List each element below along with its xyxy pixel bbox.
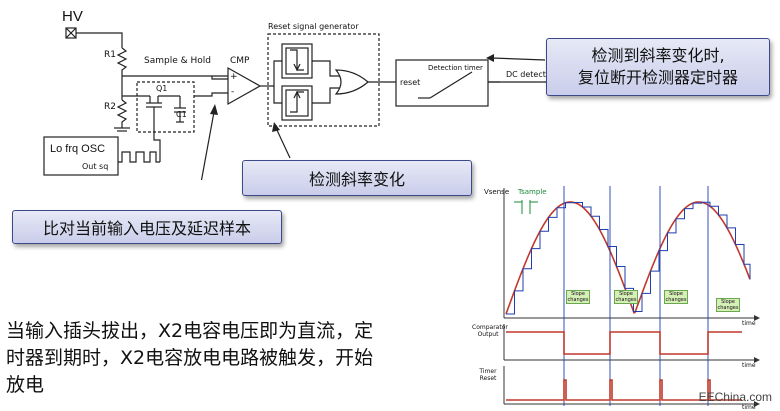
callout-detect-slope: 检测斜率变化 xyxy=(242,160,472,196)
r1-label: R1 xyxy=(104,50,116,60)
slope-label-4: Slope changes xyxy=(716,298,740,312)
slope-change-markers xyxy=(563,186,709,406)
r1-resistor xyxy=(116,47,128,76)
slope-label-1: Slope changes xyxy=(566,290,590,304)
cmp-minus-label: - xyxy=(231,87,235,97)
time-label-2: time xyxy=(742,362,756,369)
hv-label: HV xyxy=(62,8,83,25)
callout-detect-slope-text: 检测斜率变化 xyxy=(308,170,405,189)
pointer-arrow-middle xyxy=(275,127,291,159)
time-label-3: time xyxy=(742,404,756,411)
callout-slope-reset-line2: 复位断开检测器定时器 xyxy=(577,68,738,87)
osc-title: Lo frq OSC xyxy=(50,143,106,155)
q1-label: Q1 xyxy=(156,84,168,93)
cmp-label: CMP xyxy=(230,56,250,66)
reset-label: reset xyxy=(400,78,421,87)
pointer-arrow-left xyxy=(200,111,215,180)
staircase-waveform xyxy=(506,201,751,315)
pulse-waveforms xyxy=(506,331,742,401)
or-gate-symbol xyxy=(334,69,369,95)
osc-out-label: Out sq xyxy=(82,162,109,171)
sample-hold-box xyxy=(136,81,195,133)
paragraph-line-3: 放电 xyxy=(6,374,45,396)
callout-compare-voltage-text: 比对当前输入电压及延迟样本 xyxy=(42,219,251,238)
staircase-curve xyxy=(506,201,751,315)
reset-generator-box xyxy=(267,33,380,127)
cmp-plus-label: + xyxy=(230,72,238,82)
explanation-paragraph: 当输入插头拔出，X2电容电压即为直流，定 时器到期时，X2电容放电电路被触发，开… xyxy=(6,318,446,399)
timer-reset-label: Timer Reset xyxy=(479,368,497,382)
slope-label-2: Slope changes xyxy=(614,290,638,304)
paragraph-line-2: 时器到期时，X2电容放电电路被触发，开始 xyxy=(6,347,374,369)
comparator-symbol xyxy=(227,66,262,106)
comparator-output-trace xyxy=(506,331,742,355)
square-wave-icon xyxy=(118,151,160,163)
watermark: EEChina.com xyxy=(698,390,772,404)
slope-label-3: Slope changes xyxy=(664,290,688,304)
circuit-schematic xyxy=(43,27,558,180)
detection-timer-box xyxy=(395,59,489,107)
detection-timer-label: Detection timer xyxy=(428,64,483,72)
comparator-output-label: Comparator Output xyxy=(472,324,508,338)
tsample-label: Tsample xyxy=(518,188,547,196)
c1-label: C1 xyxy=(176,110,187,119)
callout-slope-reset: 检测到斜率变化时, 复位断开检测器定时器 xyxy=(546,38,770,96)
paragraph-line-1: 当输入插头拔出，X2电容电压即为直流，定 xyxy=(6,320,374,342)
dc-detect-label: DC detect xyxy=(506,70,546,79)
callout-compare-voltage: 比对当前输入电压及延迟样本 xyxy=(12,210,282,244)
pointer-arrow-right xyxy=(491,57,546,61)
reset-generator-label: Reset signal generator xyxy=(268,22,359,31)
waveform-diagram xyxy=(503,186,760,407)
r2-resistor xyxy=(116,99,128,128)
callout-slope-reset-line1: 检测到斜率变化时, xyxy=(591,46,725,65)
sample-hold-label: Sample & Hold xyxy=(144,56,211,66)
timer-reset-trace xyxy=(506,379,742,401)
time-label-1: time xyxy=(742,320,756,327)
r2-label: R2 xyxy=(104,102,116,112)
oscillator-box xyxy=(43,136,119,176)
vsense-label: Vsense xyxy=(484,188,510,196)
